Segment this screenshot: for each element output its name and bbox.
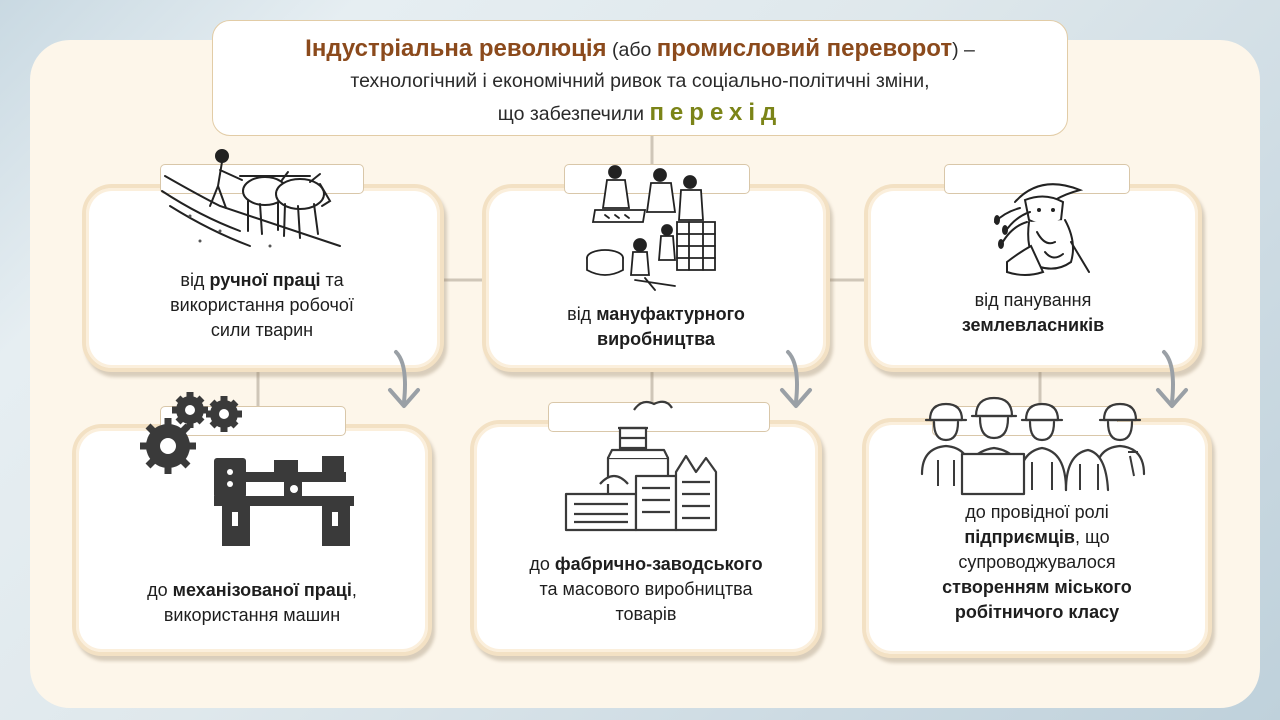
from-card-3-line-2-bold: землевласників bbox=[961, 315, 1105, 335]
to-card-3-line-1: до провідної ролі bbox=[965, 502, 1109, 522]
to-card-2-bold: фабрично-заводського bbox=[554, 554, 763, 574]
term-industrial-revolution: Індустріальна революція bbox=[305, 35, 607, 62]
from-card-1-line-3: сили тварин bbox=[210, 320, 314, 340]
to-card-2-line-1: до фабрично-заводського bbox=[470, 552, 822, 577]
to-card-3-line-4-bold: створенням міського bbox=[942, 577, 1132, 597]
to-card-1-line-2: використання машин bbox=[163, 605, 341, 625]
from-card-2-line-1: від мануфактурного bbox=[482, 302, 830, 327]
to-card-text-1: до механізованої праці, використання маш… bbox=[72, 578, 432, 628]
to-card-3-line-5-bold: робітничого класу bbox=[954, 602, 1120, 622]
to-card-3-line-4: створенням міського bbox=[862, 575, 1212, 600]
header-line-1: Індустріальна революція (або промисловий… bbox=[213, 33, 1067, 66]
from-card-2-line-2-bold: виробництва bbox=[597, 329, 715, 349]
from-card-3-line-1: від панування bbox=[974, 290, 1092, 310]
transition-word: перехід bbox=[649, 99, 783, 126]
to-card-1-bold: механізованої праці bbox=[172, 580, 352, 600]
to-card-mechanized-labor bbox=[72, 424, 432, 656]
header-line-2: технологічний і економічний ривок та соц… bbox=[350, 70, 930, 92]
term-industrial-upheaval: промисловий переворот bbox=[656, 35, 953, 62]
from-card-text-1: від ручної праці та використання робочої… bbox=[92, 268, 432, 343]
to-card-3-line-2: підприємців, що bbox=[862, 525, 1212, 550]
to-card-1-line-1: до механізованої праці, bbox=[72, 578, 432, 603]
to-card-text-2: до фабрично-заводського та масового виро… bbox=[470, 552, 822, 627]
from-card-2-line-2: виробництва bbox=[482, 327, 830, 352]
to-card-2-line-3: товарів bbox=[615, 604, 677, 624]
from-card-text-3: від панування землевласників bbox=[864, 288, 1202, 338]
workers-helmets-icon bbox=[920, 396, 1146, 496]
gear-icon bbox=[140, 392, 242, 474]
to-card-1-prefix: до bbox=[147, 580, 173, 600]
from-card-2-bold: мануфактурного bbox=[596, 304, 745, 324]
from-card-2-prefix: від bbox=[567, 304, 597, 324]
machine-tool-icon bbox=[214, 456, 354, 546]
header-line-3-prefix: що забезпечили bbox=[497, 103, 650, 125]
header-line-3: що забезпечили перехід bbox=[213, 97, 1067, 130]
from-card-text-2: від мануфактурного виробництва bbox=[482, 302, 830, 352]
to-card-2-line-2: та масового виробництва bbox=[539, 579, 753, 599]
to-card-3-line-2-bold: підприємців bbox=[964, 527, 1075, 547]
from-card-3-line-2: землевласників bbox=[864, 313, 1202, 338]
to-card-3-line-3: супроводжувалося bbox=[958, 552, 1116, 572]
from-card-manual-labor bbox=[82, 184, 444, 372]
from-card-1-line-2: використання робочої bbox=[170, 295, 354, 315]
from-card-1-bold: ручної праці bbox=[209, 270, 321, 290]
farmer-wheat-icon bbox=[994, 183, 1090, 276]
header-paren-open: (або bbox=[606, 39, 657, 61]
to-card-3-line-2-rest: , що bbox=[1075, 527, 1110, 547]
manufactory-workers-icon bbox=[586, 165, 716, 291]
factory-icon bbox=[564, 400, 718, 532]
from-card-1-prefix: від bbox=[180, 270, 210, 290]
definition-header: Індустріальна революція (або промисловий… bbox=[212, 20, 1068, 136]
to-card-3-line-5: робітничого класу bbox=[862, 600, 1212, 625]
arrow-down-2 bbox=[780, 350, 812, 408]
to-card-2-prefix: до bbox=[529, 554, 555, 574]
header-paren-close: ) – bbox=[952, 39, 975, 61]
to-card-text-3: до провідної ролі підприємців, що супров… bbox=[862, 500, 1212, 625]
from-card-1-rest: та bbox=[320, 270, 344, 290]
to-card-1-rest: , bbox=[351, 580, 357, 600]
arrow-down-1 bbox=[388, 350, 420, 408]
ox-plough-icon bbox=[161, 149, 341, 248]
from-card-1-line-1: від ручної праці та bbox=[92, 268, 432, 293]
arrow-down-3 bbox=[1156, 350, 1188, 408]
